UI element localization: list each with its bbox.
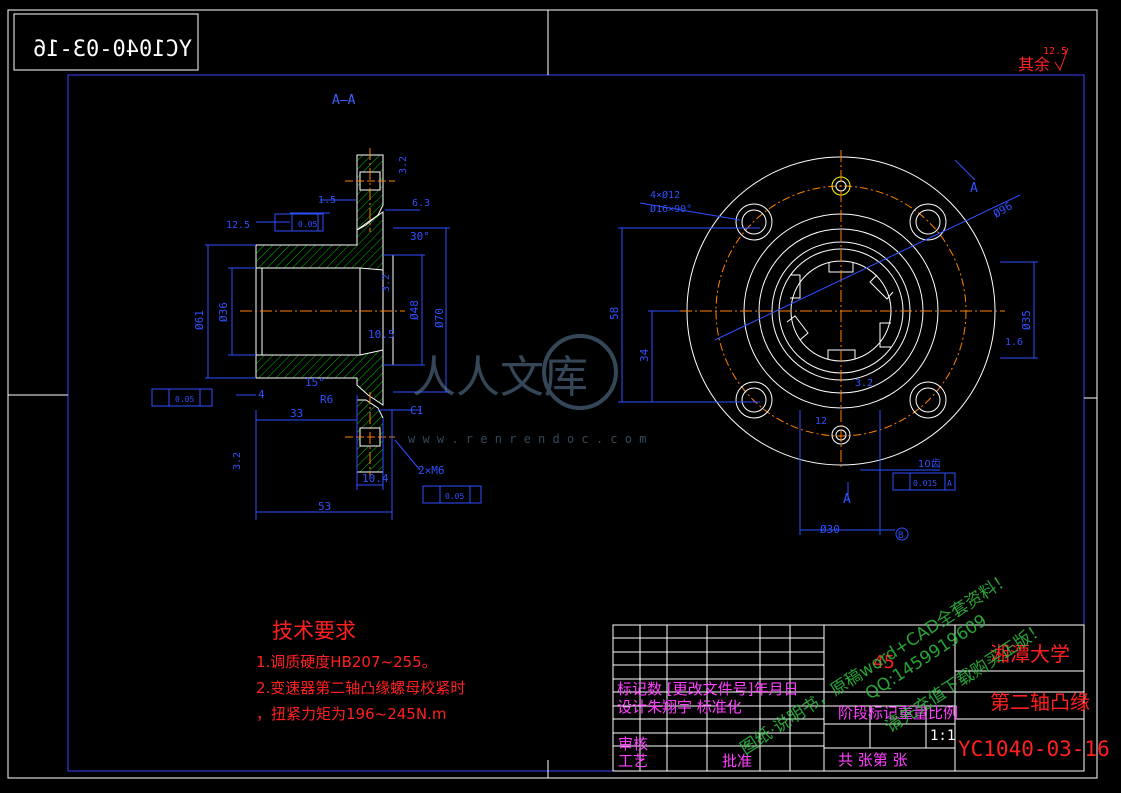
- dim-3-2: 3.2: [232, 452, 243, 470]
- green-watermark: 图纸·说明书，原稿word+CAD全套资料！ QQ:1459919609 请先充…: [737, 569, 1050, 760]
- watermark-brand: 人人文库: [412, 352, 588, 403]
- dim-12: 12: [815, 416, 827, 427]
- process-label: 工艺: [618, 752, 648, 770]
- dim-6-3: 6.3: [412, 198, 430, 209]
- mirrored-drawing-code: YC1040-03-16: [33, 37, 192, 62]
- dim-1-6: 1.6: [1005, 337, 1023, 348]
- inner-border: [67, 74, 1085, 772]
- dim-phi70: Ø70: [433, 308, 446, 328]
- dim-r3-2-right: 3.2: [855, 378, 873, 389]
- school-name: 湘潭大学: [990, 642, 1070, 666]
- dim-phi30: Ø30: [820, 523, 840, 536]
- section-marker-top: A: [970, 181, 978, 196]
- tol-value-2: 0.05: [175, 395, 194, 404]
- dim-12-5: 12.5: [226, 220, 250, 231]
- material: 45: [873, 652, 895, 673]
- tech-req-line-1: 1.调质硬度HB207~255。: [256, 653, 437, 671]
- dim-10-4: 10.4: [362, 472, 389, 485]
- dim-phi16: Ø16×90°: [650, 203, 692, 215]
- section-view: 0.05 0.05 0.05 1.5 6.3 12.5 30° 15° R6 3…: [151, 148, 482, 520]
- dim-r6: R6: [320, 393, 333, 406]
- designer-row: 设计朱翔宇 标准化: [617, 698, 742, 716]
- dim-2xm6: 2×M6: [418, 464, 445, 477]
- section-marker-bottom: A: [843, 492, 851, 507]
- dim-4: 4: [258, 388, 265, 401]
- tol-value-4: 0.015: [913, 479, 937, 488]
- dim-phi61: Ø61: [193, 310, 206, 330]
- dim-4xphi12: 4×Ø12: [650, 189, 680, 201]
- dim-angle-15: 15°: [305, 376, 325, 389]
- end-view: 0.015 A B A A 4×Ø12 Ø16×90° Ø96 58 34 Ø3…: [608, 150, 1038, 541]
- dim-58: 58: [608, 307, 621, 320]
- approve-label: 批准: [722, 752, 752, 770]
- tech-req-line-2: 2.变速器第二轴凸缘螺母校紧时: [256, 679, 465, 697]
- dim-r3-2-left: 3.2: [381, 274, 392, 292]
- dim-r3-2-top: 3.2: [398, 156, 409, 174]
- review-label: 审核: [618, 735, 648, 753]
- datum-a-ref: A: [947, 479, 952, 488]
- dim-phi36: Ø36: [217, 302, 230, 322]
- dim-33: 33: [290, 407, 303, 420]
- sheets-label: 共 张第 张: [838, 751, 908, 769]
- dim-10-teeth: 10齿: [918, 458, 941, 470]
- renrendoc-watermark: 人人文库 w w w . r e n r e n d o c . c o m: [408, 334, 646, 446]
- dim-phi35: Ø35: [1020, 310, 1033, 330]
- other-surfaces-label: 其余: [1018, 55, 1050, 74]
- dim-34: 34: [638, 348, 651, 362]
- dim-phi96: Ø96: [991, 199, 1015, 220]
- tol-value-3: 0.05: [445, 492, 464, 501]
- section-label: A—A: [332, 93, 356, 108]
- dim-10-5: 10.5: [368, 328, 395, 341]
- other-roughness-value: 12.5: [1043, 46, 1067, 57]
- outer-border: [7, 9, 1098, 779]
- watermark-url: w w w . r e n r e n d o c . c o m: [408, 432, 646, 446]
- dim-phi48: Ø48: [408, 300, 421, 320]
- datum-b: B: [898, 531, 903, 541]
- stage-row: 阶段标记重量比例: [838, 704, 958, 722]
- title-block-grid: [612, 624, 1085, 772]
- tech-req-line-3: ，扭紧力矩为196~245N.m: [256, 705, 446, 723]
- dim-c1: C1: [410, 404, 423, 417]
- revision-row: 标记数 [更改文件号]年月日: [617, 680, 798, 698]
- tech-req-title: 技术要求: [272, 619, 356, 643]
- dim-53: 53: [318, 500, 331, 513]
- dim-angle-30: 30°: [410, 230, 430, 243]
- title-drawing-code: YC1040-03-16: [958, 737, 1110, 761]
- scale: 1:1: [930, 728, 955, 744]
- dim-1-5: 1.5: [318, 195, 336, 206]
- part-name: 第二轴凸缘: [990, 690, 1090, 714]
- tol-value-1: 0.05: [298, 220, 317, 229]
